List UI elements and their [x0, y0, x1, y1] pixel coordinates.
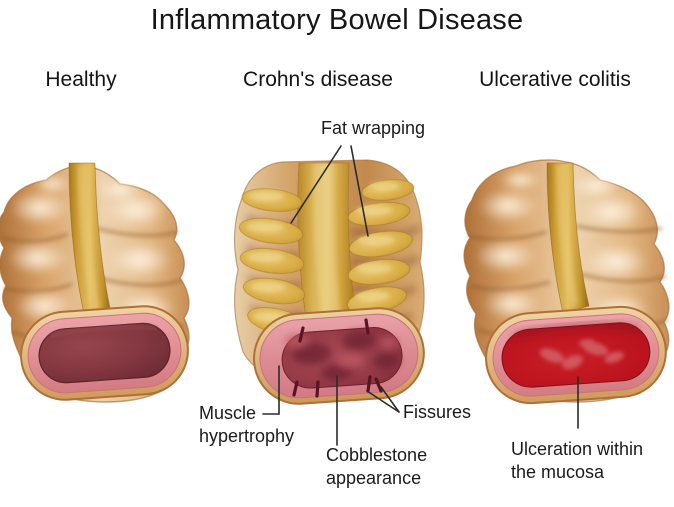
label-fissures: Fissures: [403, 402, 472, 422]
fissure-marks: [292, 318, 383, 398]
column-header-crohns: Crohn's disease: [243, 68, 393, 91]
label-ulceration: Ulceration within the mucosa: [511, 438, 643, 484]
diagram-title: Inflammatory Bowel Disease: [150, 4, 524, 36]
label-cobblestone-line1: Cobblestone: [326, 445, 428, 465]
crohns-colon-illustration: [233, 159, 425, 405]
label-muscle-hypertrophy: Muscle hypertrophy: [199, 402, 294, 448]
healthy-lumen: [38, 322, 171, 384]
colitis-colon-body: [463, 159, 670, 405]
label-cobblestone-line2: appearance: [326, 468, 422, 488]
crohns-colon-body: [233, 159, 425, 405]
label-muscle-hypertrophy-line1: Muscle: [199, 403, 257, 423]
healthy-colon-body: [0, 162, 190, 403]
inflamed-mucosa: [501, 322, 651, 388]
label-muscle-hypertrophy-line2: hypertrophy: [199, 426, 295, 446]
column-header-ulcerative-colitis: Ulcerative colitis: [479, 68, 631, 91]
ulceration-marks: [539, 339, 624, 370]
healthy-colon-illustration: [0, 162, 190, 403]
label-fat-wrapping: Fat wrapping: [320, 118, 426, 138]
label-cobblestone-appearance: Cobblestone appearance: [326, 444, 427, 490]
label-ulceration-line1: Ulceration within: [511, 439, 644, 459]
healthy-colon-opening: [20, 305, 189, 401]
crohns-colon-opening: [253, 307, 425, 405]
taenia-coli-band-colitis: [546, 162, 590, 314]
ulcerative-colitis-colon-illustration: [463, 159, 670, 405]
label-ulceration-line2: the mucosa: [511, 462, 605, 482]
colitis-colon-opening: [485, 305, 667, 405]
column-header-healthy: Healthy: [45, 68, 117, 91]
taenia-coli-band-crohns: [297, 162, 357, 319]
haustra-highlights: [7, 175, 176, 324]
haustra-highlights-colitis: [475, 170, 650, 326]
